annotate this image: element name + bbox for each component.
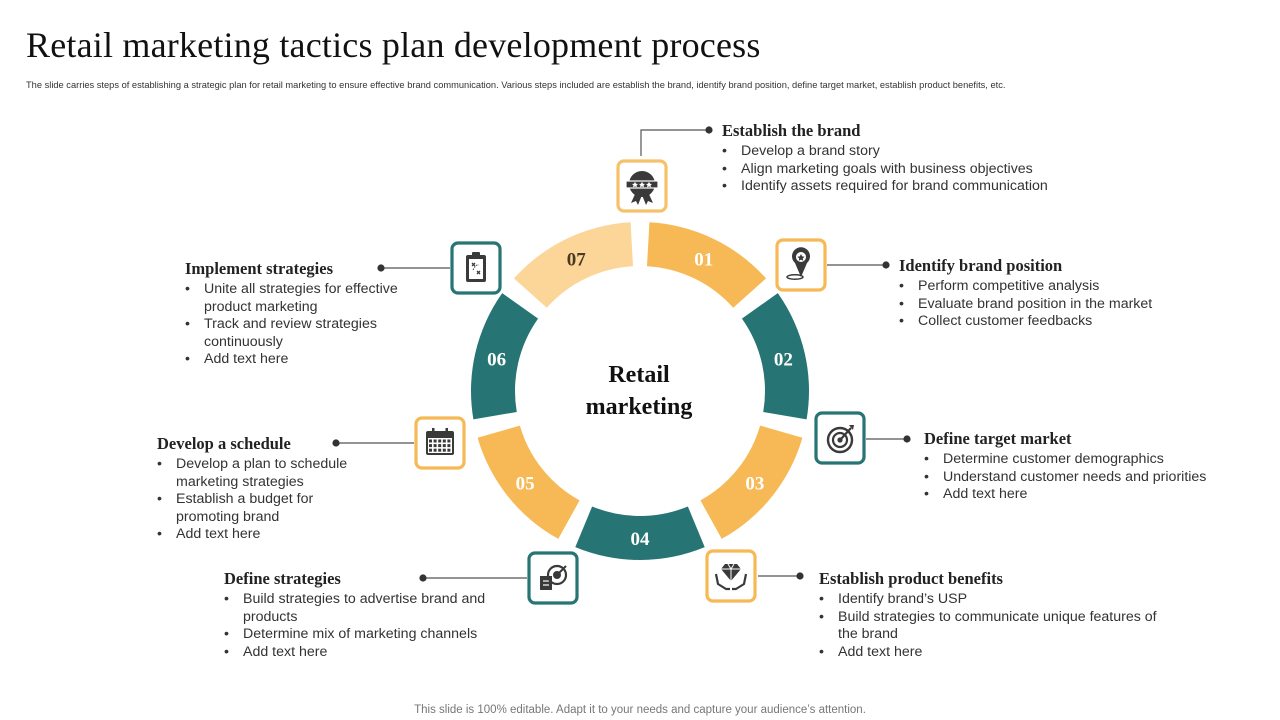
- connector-dot-02: [903, 435, 911, 443]
- target-dart-icon: [814, 411, 866, 465]
- connector-line-07: [640, 129, 709, 156]
- step-block-develop-a-schedule: Develop a schedule Develop a plan to sch…: [157, 434, 372, 544]
- segment-number-05: 05: [516, 474, 535, 495]
- segment-number-04: 04: [631, 529, 651, 550]
- step-bullet: Add text here: [819, 644, 1179, 662]
- connector-dot-07: [705, 126, 713, 134]
- step-heading: Define strategies: [224, 569, 341, 588]
- page-subtitle: The slide carries steps of establishing …: [26, 80, 1006, 90]
- step-bullet: Determine customer demographics: [924, 451, 1244, 469]
- ring-segment-04: [575, 506, 705, 560]
- strategy-target-icon: [527, 551, 579, 605]
- segment-number-01: 01: [694, 250, 713, 271]
- step-bullet: Perform competitive analysis: [899, 278, 1199, 296]
- step-bullet: Establish a budget for promoting brand: [157, 491, 372, 526]
- step-bullet: Evaluate brand position in the market: [899, 296, 1199, 314]
- center-title: Retail: [608, 362, 670, 388]
- step-bullet: Collect customer feedbacks: [899, 313, 1199, 331]
- ring-segment-01: [646, 222, 767, 308]
- process-ring: 01 02 03 04 05 06 07: [471, 222, 810, 560]
- segment-number-02: 02: [774, 349, 793, 370]
- step-bullet: Add text here: [924, 486, 1244, 504]
- step-bullet: Unite all strategies for effective produ…: [185, 281, 415, 316]
- step-bullet: Build strategies to advertise brand and …: [224, 591, 494, 626]
- segment-number-03: 03: [745, 474, 764, 495]
- step-bullet: Add text here: [157, 526, 372, 544]
- brand-badge-icon: [616, 159, 668, 213]
- step-heading: Implement strategies: [185, 259, 334, 278]
- step-bullet: Identify brand’s USP: [819, 591, 1179, 609]
- clipboard-plan-icon: [450, 241, 502, 295]
- step-bullet: Align marketing goals with business obje…: [722, 161, 1082, 179]
- ring-segment-05: [477, 425, 580, 539]
- ring-segment-06: [471, 293, 539, 420]
- connector-dot-03: [796, 572, 804, 580]
- step-bullet: Build strategies to communicate unique f…: [819, 609, 1179, 644]
- segment-number-06: 06: [487, 349, 506, 370]
- step-heading: Identify brand position: [899, 256, 1063, 275]
- step-bullet: Track and review strategies continuously: [185, 316, 415, 351]
- connector-dot-04: [419, 574, 427, 582]
- step-bullet: Add text here: [224, 644, 494, 662]
- step-heading: Establish the brand: [722, 121, 861, 140]
- step-block-implement-strategies: Implement strategies Unite all strategie…: [185, 259, 415, 369]
- step-bullet: Identify assets required for brand commu…: [722, 178, 1082, 196]
- step-block-define-strategies: Define strategies Build strategies to ad…: [224, 569, 494, 661]
- diamond-hands-icon: [705, 549, 757, 603]
- step-block-identify-brand-position: Identify brand position Perform competit…: [899, 256, 1199, 331]
- calendar-icon: [414, 416, 466, 470]
- connector-dot-06: [377, 264, 385, 272]
- step-bullet: Develop a brand story: [722, 143, 1082, 161]
- segment-number-07: 07: [567, 250, 587, 271]
- step-block-define-target-market: Define target market Determine customer …: [924, 429, 1244, 504]
- step-bullet: Determine mix of marketing channels: [224, 626, 494, 644]
- ring-segment-07: [513, 222, 634, 308]
- step-block-establish-the-brand: Establish the brand Develop a brand stor…: [722, 121, 1082, 196]
- step-bullet: Add text here: [185, 351, 415, 369]
- location-star-icon: [775, 238, 827, 292]
- step-bullet: Develop a plan to schedule marketing str…: [157, 456, 372, 491]
- connectors: [332, 126, 911, 582]
- connector-dot-01: [882, 261, 890, 269]
- step-block-establish-product-benefits: Establish product benefits Identify bran…: [819, 569, 1179, 661]
- connector-dot-05: [332, 439, 340, 447]
- page-title: Retail marketing tactics plan developmen…: [26, 25, 761, 65]
- ring-segment-02: [741, 293, 810, 420]
- step-icons: [414, 159, 866, 605]
- step-bullet: Understand customer needs and priorities: [924, 469, 1244, 487]
- step-heading: Establish product benefits: [819, 569, 1003, 588]
- footer-note: This slide is 100% editable. Adapt it to…: [414, 704, 866, 716]
- step-heading: Develop a schedule: [157, 434, 291, 453]
- center-title-line-2: marketing: [586, 394, 693, 420]
- ring-segment-03: [700, 425, 803, 539]
- step-heading: Define target market: [924, 429, 1072, 448]
